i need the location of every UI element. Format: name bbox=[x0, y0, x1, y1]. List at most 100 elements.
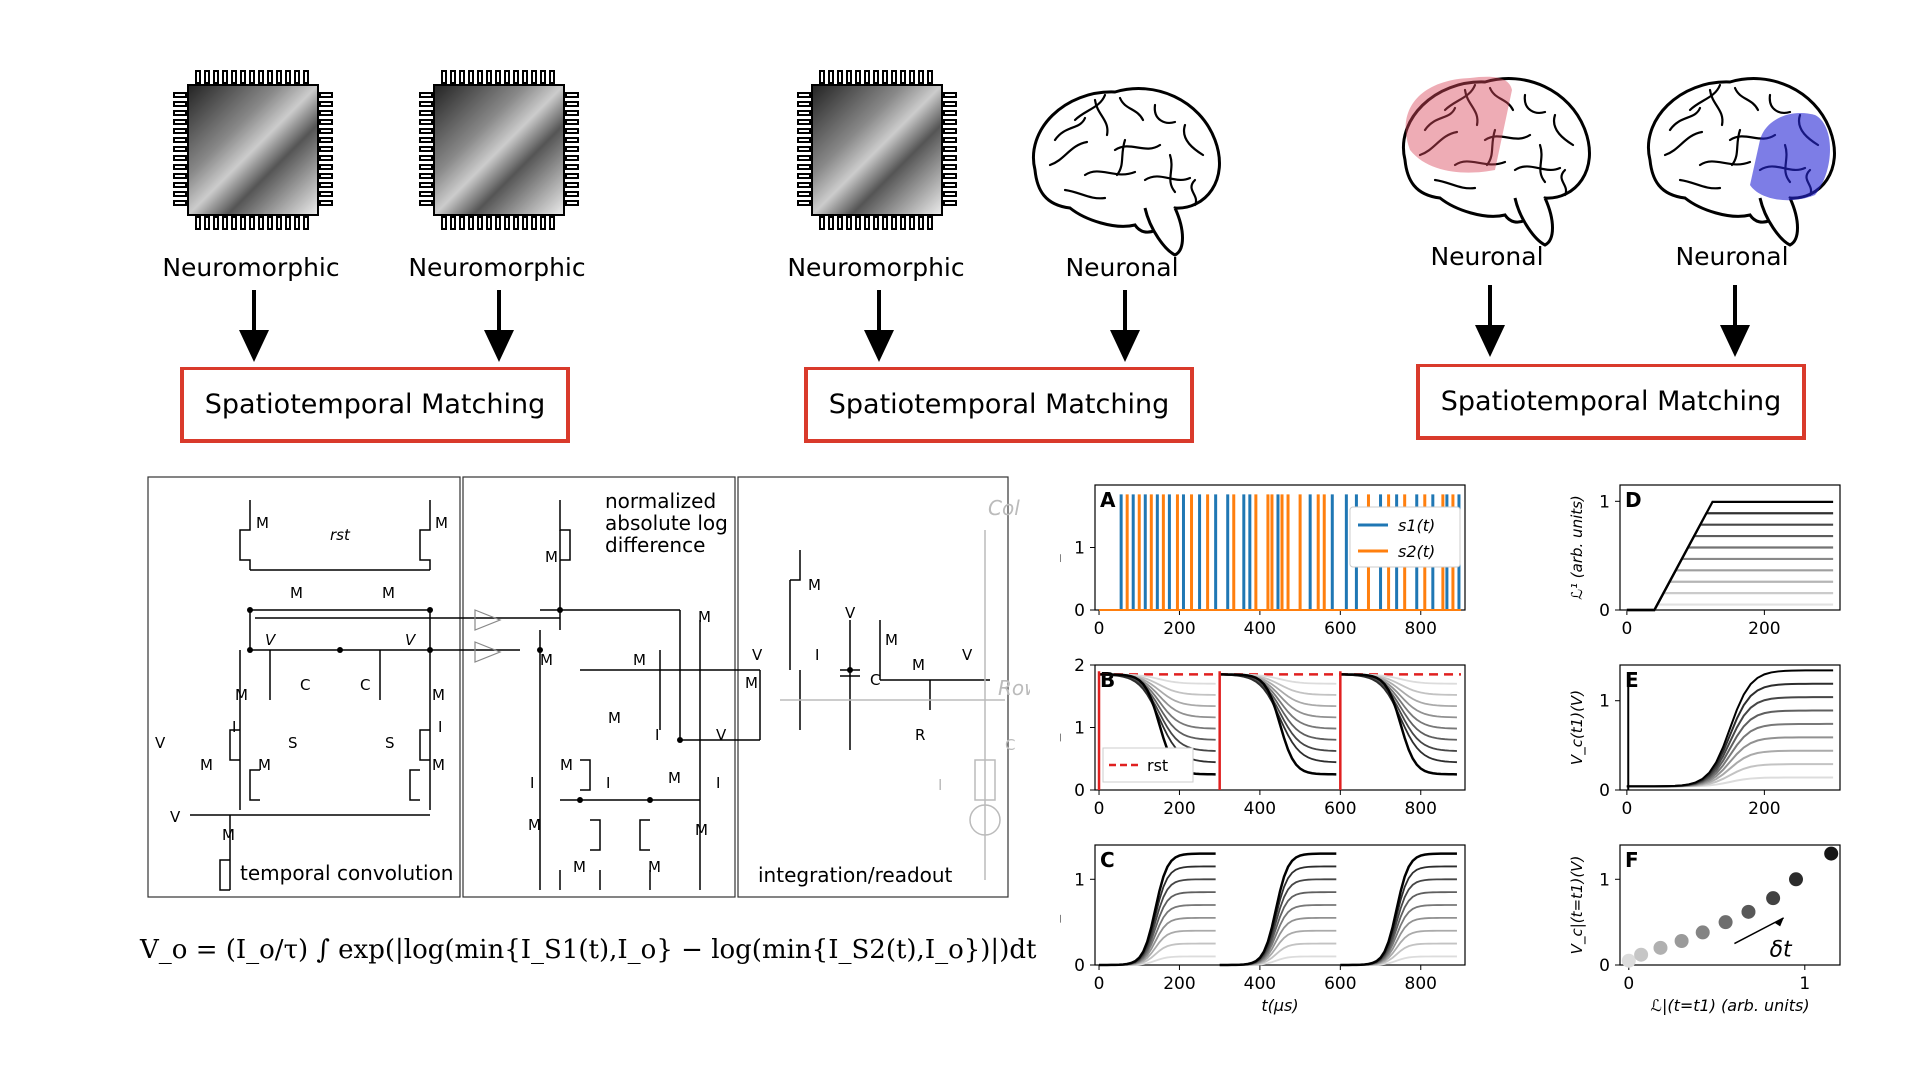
series-line bbox=[1099, 942, 1216, 966]
circuit-label: M bbox=[912, 656, 925, 674]
legend-label: s1(t) bbox=[1398, 516, 1435, 535]
top-illustrations bbox=[173, 70, 1836, 364]
series-line bbox=[1340, 673, 1457, 776]
y-tick-label: 0 bbox=[1599, 601, 1610, 621]
circuit-label: V bbox=[265, 631, 277, 649]
chip-icon bbox=[797, 70, 957, 230]
circuit-label: M bbox=[222, 826, 235, 844]
source-label: Neuromorphic bbox=[162, 253, 340, 282]
series-line bbox=[1219, 852, 1337, 967]
circuit-schematic: M rst M M M V V C C M M I I V S S M M M … bbox=[147, 476, 1030, 898]
circuit-label: M bbox=[528, 816, 541, 834]
scatter-point bbox=[1674, 934, 1689, 948]
y-tick-label: 0 bbox=[1074, 956, 1085, 976]
scatter-point bbox=[1695, 925, 1710, 940]
series-line bbox=[1626, 500, 1834, 612]
circuit-label: M bbox=[668, 769, 681, 787]
annotation-label: δt bbox=[1770, 937, 1793, 962]
series-line bbox=[1099, 673, 1216, 776]
series-line bbox=[1626, 512, 1834, 612]
legend-box bbox=[1102, 747, 1194, 783]
brain-icon-frontal bbox=[1401, 76, 1591, 247]
x-tick-label: 200 bbox=[1748, 799, 1780, 819]
circuit-label: M bbox=[695, 821, 708, 839]
series-line bbox=[1626, 736, 1834, 788]
x-tick-label: 200 bbox=[1163, 619, 1195, 639]
x-tick-label: 200 bbox=[1163, 799, 1195, 819]
panel-letter: B bbox=[1100, 668, 1115, 692]
y-tick-label: 1 bbox=[1074, 870, 1085, 890]
y-axis-label: V_c(V) bbox=[1060, 704, 1062, 752]
chart-frame bbox=[1619, 664, 1841, 791]
x-tick-label: 0 bbox=[1621, 799, 1632, 819]
circuit-label: M bbox=[290, 584, 303, 602]
y-tick-label: 1 bbox=[1599, 692, 1610, 712]
series-line bbox=[1219, 673, 1337, 776]
source-label: Neuromorphic bbox=[408, 253, 586, 282]
series-line bbox=[1099, 673, 1216, 696]
x-tick-label: 0 bbox=[1094, 799, 1105, 819]
circuit-label: C bbox=[300, 676, 310, 694]
circuit-label: M bbox=[808, 576, 821, 594]
panel-letter: E bbox=[1625, 668, 1639, 692]
x-axis-label: t(μs) bbox=[1261, 996, 1298, 1015]
series-line bbox=[1099, 852, 1216, 967]
panel-letter: C bbox=[1100, 848, 1115, 872]
circuit-label: I bbox=[606, 774, 610, 792]
circuit-label: M bbox=[885, 631, 898, 649]
down-arrow-icon bbox=[1108, 288, 1142, 364]
y-axis-label: S_x(V) bbox=[1060, 524, 1062, 572]
y-tick-label: 1 bbox=[1074, 539, 1085, 559]
scatter-point bbox=[1789, 872, 1803, 887]
x-tick-label: 600 bbox=[1324, 974, 1356, 994]
down-arrow-icon bbox=[1718, 283, 1752, 359]
y-axis-label: V_c|(t=t1)(V) bbox=[1568, 856, 1587, 955]
down-arrow-icon bbox=[237, 288, 271, 364]
x-axis-label: ℒ|(t=t1) (arb. units) bbox=[1650, 996, 1809, 1015]
scatter-point bbox=[1766, 891, 1781, 906]
circuit-label: M bbox=[573, 858, 586, 876]
x-tick-label: 600 bbox=[1324, 799, 1356, 819]
circuit-label: M bbox=[698, 608, 711, 626]
chart-frame bbox=[1619, 484, 1841, 611]
circuit-label: I bbox=[438, 718, 442, 736]
circuit-label: M bbox=[235, 686, 248, 704]
circuit-label: R bbox=[915, 726, 925, 744]
circuit-label: I bbox=[232, 718, 236, 736]
y-tick-label: 2 bbox=[1074, 656, 1085, 676]
section-label: integration/readout bbox=[758, 863, 953, 887]
series-line bbox=[1340, 942, 1457, 966]
source-label: Neuronal bbox=[1430, 242, 1544, 271]
circuit-label: M bbox=[435, 514, 448, 532]
x-tick-label: 200 bbox=[1163, 974, 1195, 994]
series-line bbox=[1626, 546, 1834, 612]
y-tick-label: 0 bbox=[1074, 781, 1085, 801]
series-line bbox=[1340, 852, 1457, 967]
circuit-label: V bbox=[405, 631, 417, 649]
matching-box: Spatiotemporal Matching bbox=[804, 367, 1194, 443]
circuit-label: I bbox=[530, 774, 534, 792]
x-tick-label: 800 bbox=[1405, 619, 1437, 639]
circuit-label: rst bbox=[330, 526, 351, 544]
y-axis-label: V_c*(V) bbox=[1060, 877, 1062, 932]
x-tick-label: 800 bbox=[1405, 974, 1437, 994]
series-line bbox=[1340, 673, 1457, 696]
circuit-label: I bbox=[716, 774, 720, 792]
x-tick-label: 0 bbox=[1094, 974, 1105, 994]
circuit-label: M bbox=[258, 756, 271, 774]
source-label: Neuromorphic bbox=[787, 253, 965, 282]
section-label: temporal convolution bbox=[240, 861, 453, 885]
chart-frame bbox=[1619, 844, 1841, 966]
circuit-label: C bbox=[870, 671, 880, 689]
results-charts: A020040060080001S_x(V)s1(t)s2(t)B0200400… bbox=[1060, 484, 1841, 1015]
series-line bbox=[1219, 673, 1337, 696]
series-line bbox=[1626, 776, 1834, 788]
circuit-label: C bbox=[360, 676, 370, 694]
scatter-point bbox=[1653, 940, 1668, 955]
x-tick-label: 600 bbox=[1324, 619, 1356, 639]
annotation-arrowhead bbox=[1774, 917, 1784, 927]
circuit-label: M bbox=[432, 756, 445, 774]
y-tick-label: 0 bbox=[1599, 956, 1610, 976]
brain-icon-occipital bbox=[1646, 77, 1836, 247]
y-tick-label: 1 bbox=[1599, 870, 1610, 890]
